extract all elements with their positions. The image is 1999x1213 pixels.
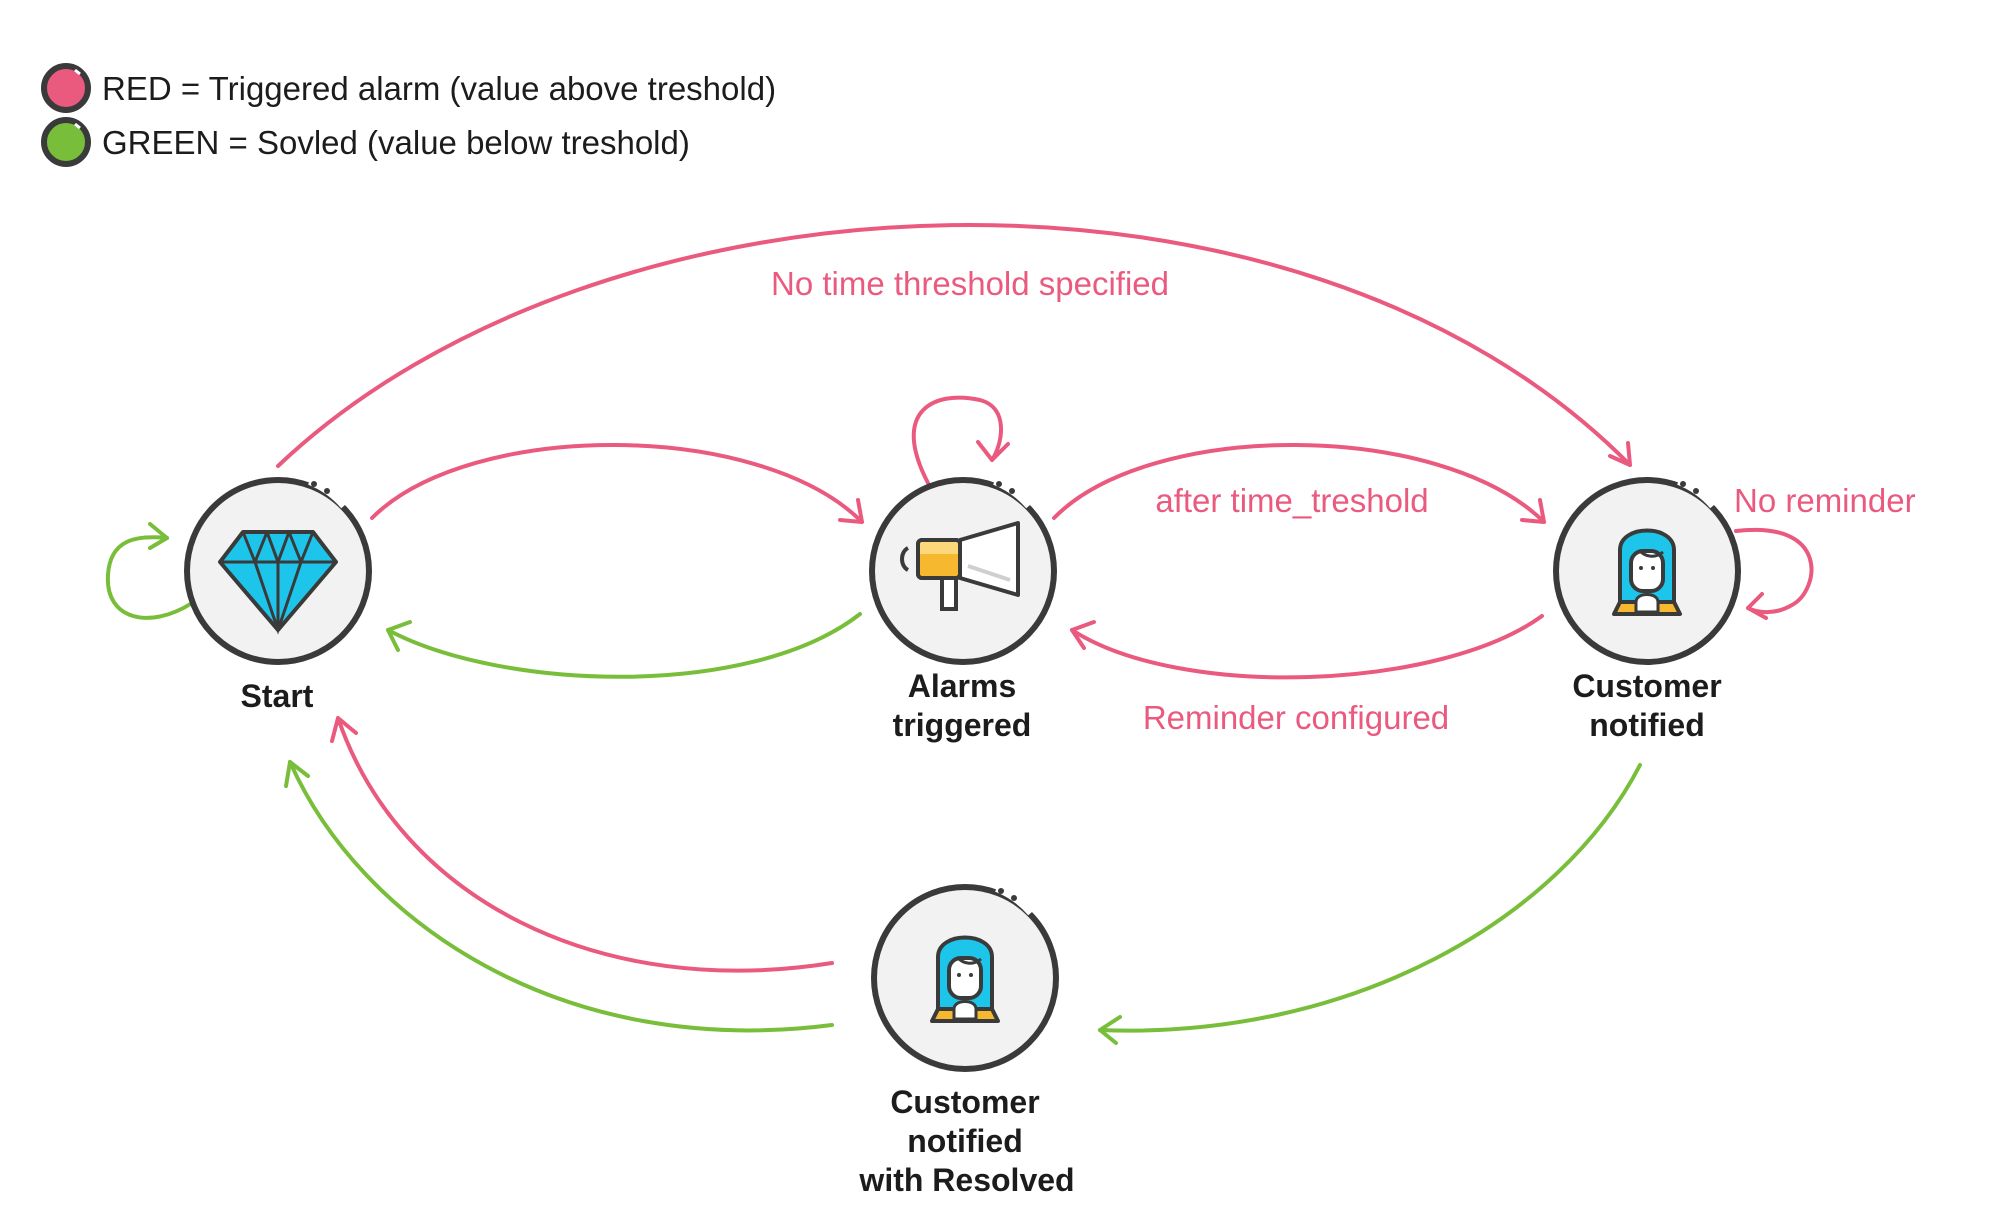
arrowhead	[1070, 620, 1096, 650]
circle-dot	[311, 481, 317, 487]
arrowhead	[838, 498, 864, 524]
circle-dot	[1009, 488, 1015, 494]
legend-item-green: GREEN = Sovled (value below treshold)	[41, 117, 690, 167]
circle-dot	[324, 488, 330, 494]
arrowhead	[1746, 592, 1768, 620]
node-resolved-label-line3: with Resolved	[858, 1162, 1074, 1198]
node-resolved: Customer notified with Resolved	[858, 882, 1075, 1198]
dot-highlight	[74, 122, 81, 130]
edge-customer-to-resolved	[1098, 763, 1642, 1033]
edge-customer-self-loop	[1734, 527, 1814, 615]
circle-dot	[1011, 895, 1017, 901]
edge-alarms-self-loop	[911, 395, 1003, 485]
legend-red-text: RED = Triggered alarm (value above tresh…	[102, 70, 776, 107]
circle-dot	[998, 888, 1004, 894]
label-after-time-threshold: after time_treshold	[1155, 482, 1428, 519]
node-resolved-label-line1: Customer	[890, 1084, 1039, 1120]
diamond-icon	[218, 530, 338, 635]
edge-customer-to-alarms	[1070, 614, 1544, 680]
node-customer: Customer notified	[1553, 475, 1741, 743]
node-alarms: Alarms triggered	[869, 475, 1057, 743]
node-start: Start	[184, 475, 372, 714]
dot-highlight	[74, 68, 81, 76]
woman-avatar-icon	[1612, 528, 1682, 616]
node-customer-label-line2: notified	[1589, 707, 1705, 743]
woman-avatar-icon	[930, 935, 1000, 1023]
red-dot-icon	[41, 63, 91, 113]
edge-labels: No time threshold specified after time_t…	[771, 265, 1916, 736]
arrowhead	[386, 620, 412, 652]
edge-start-to-customer	[276, 222, 1632, 468]
edge-alarms-to-customer	[1052, 443, 1546, 524]
label-no-time-threshold: No time threshold specified	[771, 265, 1169, 302]
arrowhead	[148, 522, 169, 550]
edge-resolved-to-start-green	[288, 760, 834, 1033]
legend-green-text: GREEN = Sovled (value below treshold)	[102, 124, 690, 161]
megaphone-icon	[900, 521, 1020, 611]
green-dot-icon	[41, 117, 91, 167]
legend: RED = Triggered alarm (value above tresh…	[41, 63, 776, 167]
edge-start-self-loop	[105, 535, 194, 620]
node-start-label: Start	[241, 678, 314, 714]
arrowhead	[1608, 441, 1632, 467]
node-alarms-label-line2: triggered	[893, 707, 1032, 743]
node-customer-label-line1: Customer	[1572, 668, 1721, 704]
legend-item-red: RED = Triggered alarm (value above tresh…	[41, 63, 776, 113]
node-resolved-label-line2: notified	[907, 1123, 1023, 1159]
arrowhead	[976, 440, 1010, 462]
label-no-reminder: No reminder	[1734, 482, 1916, 519]
green-edges	[105, 522, 1642, 1045]
circle-dot	[1693, 488, 1699, 494]
label-reminder-configured: Reminder configured	[1143, 699, 1449, 736]
arrowhead	[1098, 1015, 1122, 1045]
arrowhead	[284, 760, 310, 788]
edge-resolved-to-start-red	[336, 716, 834, 973]
edge-start-to-alarms	[370, 443, 864, 524]
red-edges	[276, 222, 1814, 973]
node-alarms-label-line1: Alarms	[908, 668, 1017, 704]
circle-dot	[1680, 481, 1686, 487]
arrowhead	[330, 716, 358, 743]
circle-dot	[996, 481, 1002, 487]
edge-alarms-to-start	[386, 612, 862, 679]
arrowhead	[1520, 498, 1546, 524]
